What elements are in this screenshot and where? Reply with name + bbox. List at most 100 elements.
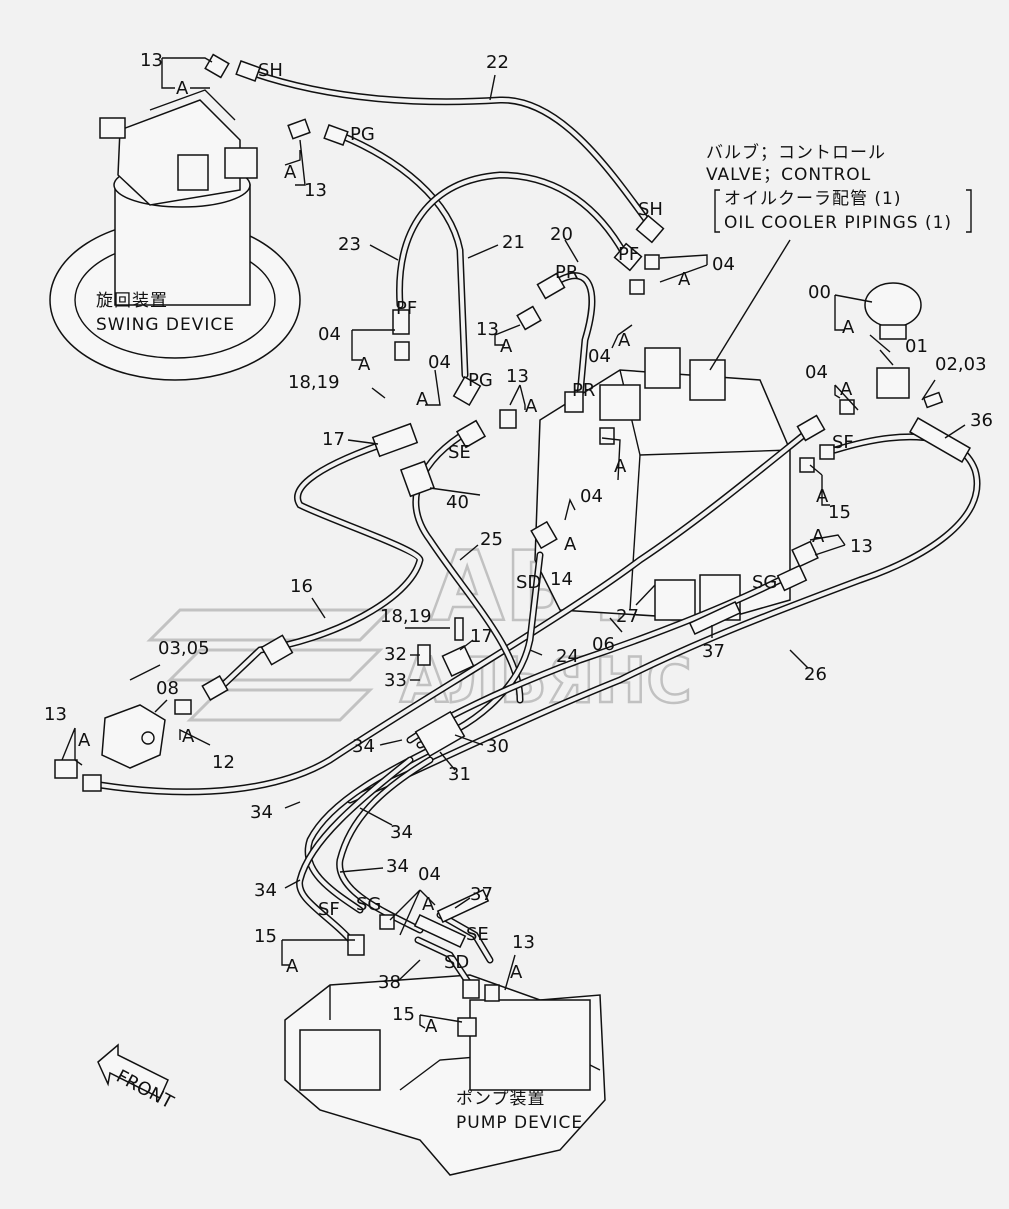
port-sd: SD <box>516 572 541 593</box>
leader-lines <box>61 57 966 1029</box>
callout-31: 31 <box>448 764 471 785</box>
callout-37: 37 <box>702 641 725 662</box>
callout-02-03: 02,03 <box>935 354 987 375</box>
callout-13: 13 <box>44 704 67 725</box>
front-arrow-icon: FRONT <box>97 1043 178 1114</box>
control-valve <box>534 347 791 621</box>
callout-30: 30 <box>486 736 509 757</box>
callout-20: 20 <box>550 224 573 245</box>
swing-title-jp: 旋回装置 <box>96 291 168 311</box>
valve-title-en: VALVE；CONTROL <box>706 165 871 185</box>
port-a: A <box>182 726 195 747</box>
port-pg: PG <box>350 124 375 145</box>
port-pr: PR <box>555 262 578 283</box>
port-sg: SG <box>356 894 381 915</box>
callout-18-19: 18,19 <box>380 606 432 627</box>
port-a: A <box>78 730 91 751</box>
oilcooler-title-jp: オイルクーラ配管 (1) <box>724 189 901 209</box>
callout-13: 13 <box>304 180 327 201</box>
port-a: A <box>286 956 299 977</box>
port-a: A <box>416 389 429 410</box>
callout-21: 21 <box>502 232 525 253</box>
pump-title-en: PUMP DEVICE <box>456 1113 583 1133</box>
port-se: SE <box>448 442 471 463</box>
callout-06: 06 <box>592 634 615 655</box>
callout-04: 04 <box>580 486 603 507</box>
port-pf: PF <box>396 298 417 319</box>
callout-37: 37 <box>470 884 493 905</box>
port-sf: SF <box>318 899 340 920</box>
fittings <box>54 53 944 1037</box>
port-a: A <box>564 534 577 555</box>
port-a: A <box>500 336 513 357</box>
port-a: A <box>842 317 855 338</box>
callout-15: 15 <box>254 926 277 947</box>
callout-04: 04 <box>318 324 341 345</box>
bracket-right <box>966 189 972 233</box>
port-a: A <box>614 456 627 477</box>
callout-00: 00 <box>808 282 831 303</box>
callout-34: 34 <box>250 802 273 823</box>
callout-18-19: 18,19 <box>288 372 340 393</box>
callouts: 13 A 22 A 13 23 21 20 04 A 04 A 18,19 17… <box>44 50 993 1037</box>
port-pf: PF <box>618 244 639 265</box>
callout-34: 34 <box>390 822 413 843</box>
port-a: A <box>525 396 538 417</box>
callout-25: 25 <box>480 529 503 550</box>
port-pr: PR <box>572 380 595 401</box>
callout-16: 16 <box>290 576 313 597</box>
callout-15: 15 <box>392 1004 415 1025</box>
valve-title-jp: バルブ；コントロール <box>706 142 886 163</box>
callout-33: 33 <box>384 670 407 691</box>
callout-04: 04 <box>712 254 735 275</box>
left-block <box>101 704 166 769</box>
callout-04: 04 <box>805 362 828 383</box>
port-a: A <box>284 162 297 183</box>
callout-13: 13 <box>512 932 535 953</box>
callout-32: 32 <box>384 644 407 665</box>
callout-14: 14 <box>550 569 573 590</box>
callout-34: 34 <box>352 736 375 757</box>
hose-protectors <box>399 417 972 948</box>
callout-38: 38 <box>378 972 401 993</box>
port-a: A <box>678 269 691 290</box>
port-a: A <box>840 379 853 400</box>
callout-04: 04 <box>418 864 441 885</box>
callout-13: 13 <box>506 366 529 387</box>
pump-device <box>284 974 606 1176</box>
accumulator <box>864 282 922 399</box>
port-sg: SG <box>752 572 777 593</box>
port-se: SE <box>466 924 489 945</box>
callout-17: 17 <box>470 626 493 647</box>
callout-04: 04 <box>428 352 451 373</box>
port-a: A <box>816 486 829 507</box>
callout-13: 13 <box>850 536 873 557</box>
callout-23: 23 <box>338 234 361 255</box>
bracket-left <box>714 189 720 233</box>
port-labels: SH PG SH PF PR PF PG PR SE SF SD SG SF S… <box>258 60 854 973</box>
callout-34: 34 <box>254 880 277 901</box>
callout-12: 12 <box>212 752 235 773</box>
assembly-titles: 旋回装置 SWING DEVICE バルブ；コントロール VALVE；CONTR… <box>96 142 972 1133</box>
callout-36: 36 <box>970 410 993 431</box>
port-a: A <box>812 526 825 547</box>
port-a: A <box>618 330 631 351</box>
callout-04: 04 <box>588 346 611 367</box>
port-a: A <box>176 78 189 99</box>
port-sh: SH <box>638 199 663 220</box>
callout-26: 26 <box>804 664 827 685</box>
callout-01: 01 <box>905 336 928 357</box>
swing-device <box>49 89 301 381</box>
pump-title-jp: ポンプ装置 <box>456 1089 546 1109</box>
port-sd: SD <box>444 952 469 973</box>
callout-24: 24 <box>556 646 579 667</box>
swing-title-en: SWING DEVICE <box>96 315 235 335</box>
port-pg: PG <box>468 370 493 391</box>
port-a: A <box>510 962 523 983</box>
callout-22: 22 <box>486 52 509 73</box>
callout-13: 13 <box>476 319 499 340</box>
callout-03-05: 03,05 <box>158 638 210 659</box>
callout-15: 15 <box>828 502 851 523</box>
